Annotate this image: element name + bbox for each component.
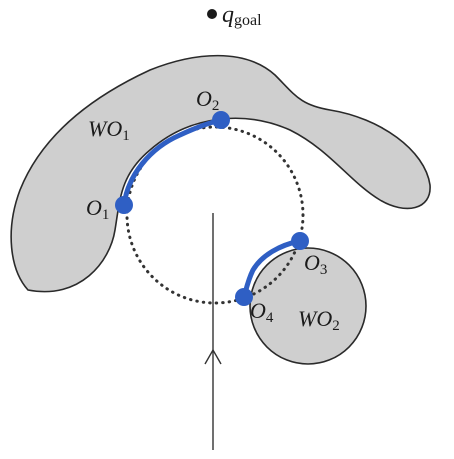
point-o1 (115, 196, 133, 214)
wo2-label: WO2 (298, 306, 340, 334)
highlight-arc-o1-o2 (121, 117, 224, 208)
goal-point (207, 9, 217, 19)
point-o3 (291, 232, 309, 250)
o4-label: O4 (250, 298, 274, 326)
obstacle-wo2 (249, 247, 367, 365)
wo1-label: WO1 (88, 116, 130, 144)
goal-label: qgoal (222, 2, 262, 29)
o3-label: O3 (304, 250, 327, 278)
dotted-circle (125, 125, 305, 305)
point-o4 (235, 288, 253, 306)
obstacle-wo1 (10, 54, 431, 293)
o2-label: O2 (196, 86, 219, 114)
o1-label: O1 (86, 195, 109, 223)
path-arrow (204, 348, 222, 365)
point-o2 (212, 111, 230, 129)
